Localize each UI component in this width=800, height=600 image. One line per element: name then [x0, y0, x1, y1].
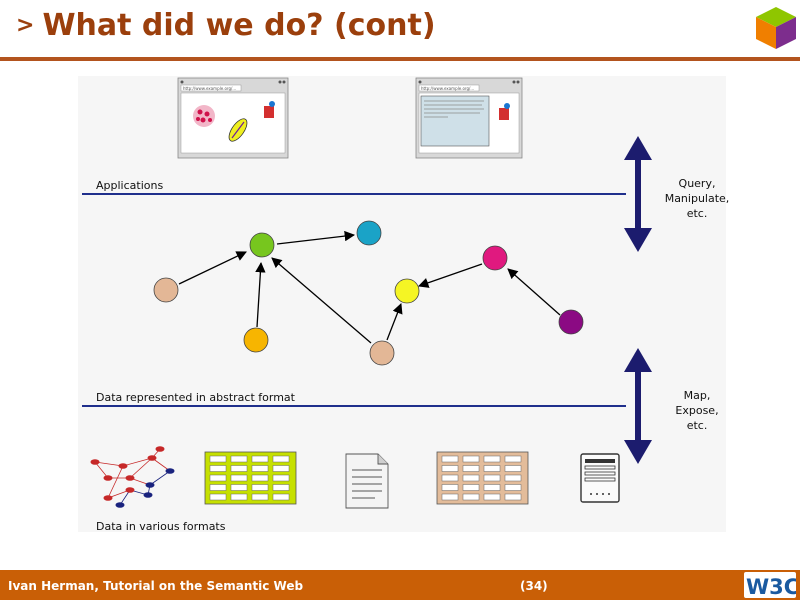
virus-image-icon [193, 105, 215, 127]
spreadsheet-green-cell [251, 455, 269, 463]
spreadsheet-green-cell [230, 465, 248, 472]
spreadsheet-peach-cell [504, 455, 522, 463]
graph-edges [178, 230, 561, 344]
spreadsheet-green-cell [209, 455, 227, 463]
spreadsheet-green-cell [251, 465, 269, 472]
protein-image-icon-2 [499, 103, 510, 120]
label-abstract-format: Data represented in abstract format [96, 391, 296, 404]
header-rule [0, 57, 800, 61]
node-peach-left [153, 277, 179, 303]
browser-2-text-lines [424, 100, 484, 118]
node-pink [482, 245, 508, 271]
semantic-web-cube-icon [756, 7, 796, 49]
spreadsheet-peach-cell [504, 493, 522, 501]
edge-peach2-to-yellow [386, 303, 403, 341]
edge-purple-to-pink [507, 268, 561, 316]
spreadsheet-green-cell [251, 493, 269, 501]
spreadsheet-peach-cell [504, 474, 522, 482]
label-various-formats: Data in various formats [96, 520, 226, 533]
spreadsheet-green-cell [251, 474, 269, 482]
map-double-arrow-icon [624, 348, 652, 464]
form-document-icon [580, 453, 620, 503]
cube-left-face [756, 17, 776, 49]
spreadsheet-peach-cell [483, 484, 501, 491]
spreadsheet-green-cell [209, 484, 227, 491]
text-document-icon [345, 453, 389, 509]
spreadsheet-green-cell [230, 474, 248, 482]
spreadsheet-green-cell [209, 465, 227, 472]
spreadsheet-peach-cell [483, 474, 501, 482]
slide-title: > What did we do? (cont) [16, 8, 436, 43]
spreadsheet-peach-cell [462, 465, 480, 472]
spreadsheet-green-cell [272, 493, 290, 501]
spreadsheet-peach-cell [504, 465, 522, 472]
w3c-logo-icon: W3C [744, 572, 796, 598]
spreadsheet-peach-cell [483, 493, 501, 501]
browser-2-url: http://www.example.org/... [421, 86, 474, 91]
spreadsheet-peach-cell [504, 484, 522, 491]
side-label-etc-1: etc. [687, 207, 708, 220]
node-teal [356, 220, 382, 246]
node-purple [558, 309, 584, 335]
graph-nodes [153, 220, 584, 366]
spreadsheet-peach-cell [441, 474, 459, 482]
title-marker: > [16, 13, 35, 38]
spreadsheet-green-cell [272, 474, 290, 482]
spreadsheet-peach-cell [441, 465, 459, 472]
slide-footer: Ivan Herman, Tutorial on the Semantic We… [0, 570, 800, 600]
side-label-manipulate: Manipulate, [665, 192, 730, 205]
spreadsheet-green-cell [272, 484, 290, 491]
query-double-arrow-icon [624, 136, 652, 252]
network-graph-icon [90, 446, 175, 508]
spreadsheet-peach-cell [462, 493, 480, 501]
spreadsheet-peach-icon [436, 451, 529, 505]
page-number: (34) [520, 579, 548, 593]
node-peach-center [369, 340, 395, 366]
slide-header: > What did we do? (cont) [0, 0, 800, 62]
spreadsheet-peach-cell [441, 493, 459, 501]
label-applications: Applications [96, 179, 163, 192]
spreadsheet-peach-cell [462, 455, 480, 463]
cube-right-face [776, 17, 796, 49]
browser-1-urlbar [180, 84, 242, 92]
spreadsheet-green-cell [272, 455, 290, 463]
spreadsheet-green-cell [209, 474, 227, 482]
dna-image-icon [228, 118, 248, 142]
spreadsheet-peach-cell [483, 455, 501, 463]
title-text: What did we do? (cont) [42, 8, 436, 43]
spreadsheet-peach-cell [462, 474, 480, 482]
side-label-expose: Expose, [675, 404, 718, 417]
spreadsheet-peach-cell [441, 455, 459, 463]
edge-pink-to-yellow [418, 263, 483, 288]
spreadsheet-peach-cell [462, 484, 480, 491]
edge-orange-to-green [255, 261, 266, 328]
spreadsheet-peach-cell [441, 484, 459, 491]
browser-window-1: http://www.example.org/... [177, 77, 289, 159]
browser-window-2: http://www.example.org/... [415, 77, 523, 159]
side-label-map: Map, [684, 389, 711, 402]
protein-image-icon [264, 101, 275, 118]
node-yellow [394, 278, 420, 304]
node-orange [243, 327, 269, 353]
spreadsheet-green-cell [230, 455, 248, 463]
w3c-logo-text: W3C [746, 575, 796, 598]
spreadsheet-green-icon [204, 451, 297, 505]
side-label-etc-2: etc. [687, 419, 708, 432]
browser-2-text-area [420, 95, 490, 147]
side-label-query: Query, [679, 177, 716, 190]
footer-author: Ivan Herman, Tutorial on the Semantic We… [8, 579, 304, 593]
spreadsheet-green-cell [209, 493, 227, 501]
spreadsheet-green-cell [230, 484, 248, 491]
spreadsheet-peach-cell [483, 465, 501, 472]
node-green [249, 232, 275, 258]
spreadsheet-green-cell [251, 484, 269, 491]
edge-green-to-teal [276, 230, 356, 245]
edge-peach-to-green [178, 251, 247, 285]
spreadsheet-green-cell [272, 465, 290, 472]
browser-2-urlbar [418, 84, 480, 92]
spreadsheet-green-cell [230, 493, 248, 501]
edge-peach2-to-green [271, 257, 372, 344]
browser-1-url: http://www.example.org/... [183, 86, 236, 91]
